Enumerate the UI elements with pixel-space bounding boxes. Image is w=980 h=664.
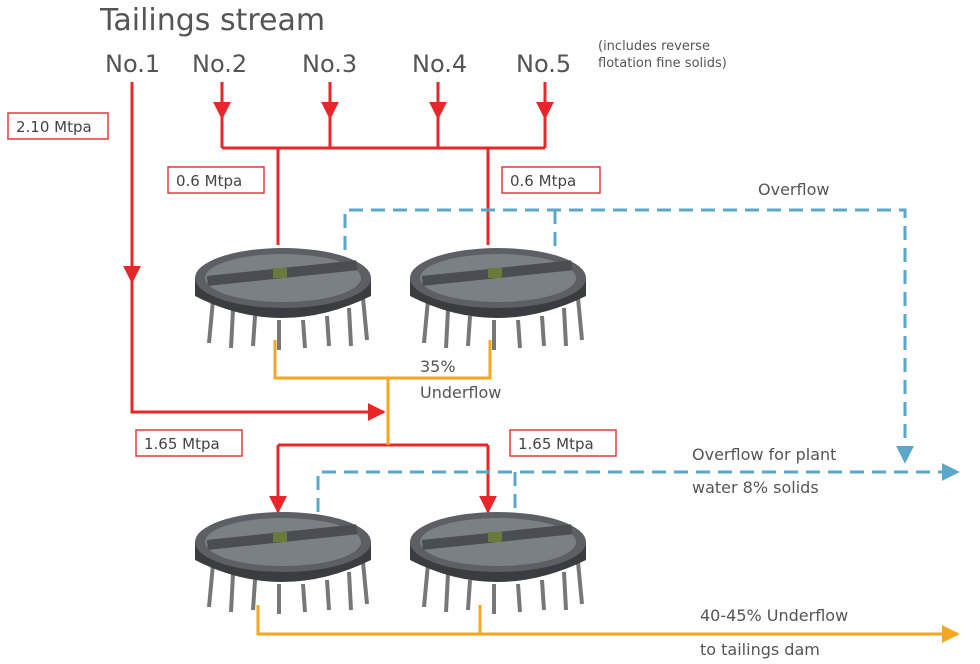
lower-underflow-line — [256, 605, 482, 636]
flow-box-left-lower: 1.65 Mtpa — [135, 429, 243, 457]
flow-value-right-lower: 1.65 Mtpa — [518, 435, 594, 453]
stream-label-no1: No.1 — [105, 50, 160, 78]
overflow-lines — [316, 208, 960, 512]
overflow-label: Overflow — [758, 180, 829, 199]
thickener-lower-left — [193, 510, 373, 616]
upper-overflow-line — [343, 208, 914, 464]
final-underflow-label-line1: 40-45% Underflow — [700, 606, 848, 625]
final-underflow-label-line2: to tailings dam — [700, 640, 820, 659]
upper-underflow-line — [273, 340, 492, 380]
thickener-upper-left — [193, 246, 373, 352]
flow-value-left-upper: 0.6 Mtpa — [176, 172, 242, 190]
no1-to-lower-arrow — [130, 282, 386, 421]
stream-note-line2: flotation fine solids) — [598, 56, 727, 71]
plant-water-label-line1: Overflow for plant — [692, 445, 836, 464]
flow-value-right-upper: 0.6 Mtpa — [510, 172, 576, 190]
stream-note-line1: (includes reverse — [598, 39, 710, 54]
flow-box-right-upper: 0.6 Mtpa — [501, 166, 601, 194]
stream-label-no2: No.2 — [192, 50, 247, 78]
plant-water-overflow-line — [316, 463, 960, 512]
diagram-title: Tailings stream — [99, 3, 325, 38]
thickener-upper-right — [408, 246, 588, 352]
plant-water-label-line2: water 8% solids — [692, 478, 819, 497]
flow-value-left-lower: 1.65 Mtpa — [144, 435, 220, 453]
thickener-lower-right — [408, 510, 588, 616]
flow-value-no1: 2.10 Mtpa — [16, 118, 92, 136]
flow-box-no1: 2.10 Mtpa — [7, 112, 109, 140]
feed-lines — [123, 82, 554, 514]
stream-label-no4: No.4 — [412, 50, 467, 78]
underflow-label: Underflow — [420, 383, 501, 402]
flow-box-right-lower: 1.65 Mtpa — [509, 429, 617, 457]
stream-label-no3: No.3 — [302, 50, 357, 78]
stream-label-no5: No.5 — [516, 50, 571, 78]
flow-box-left-upper: 0.6 Mtpa — [167, 166, 265, 194]
underflow-lines — [256, 340, 960, 643]
underflow-percent-label: 35% — [420, 357, 456, 376]
